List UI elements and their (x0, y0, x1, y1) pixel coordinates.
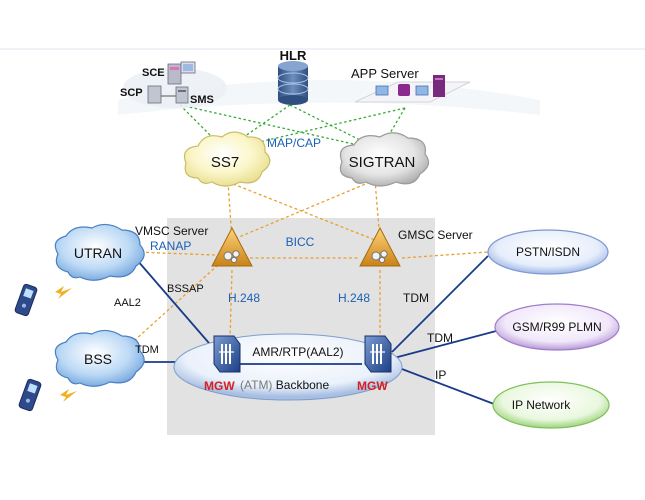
ss7-label: SS7 (211, 154, 239, 171)
mgw-left-label: MGW (204, 379, 235, 393)
mgw-right-icon (364, 335, 392, 373)
mgw-left-icon (213, 335, 241, 373)
mobile-phone-icon (18, 378, 42, 412)
ip-network-label: IP Network (512, 398, 571, 412)
link-scp-sigtran (179, 104, 381, 151)
link-mgw-gsm (393, 329, 501, 359)
service-node-cluster (123, 61, 227, 108)
link-bssap (134, 264, 219, 341)
sigtran-label: SIGTRAN (349, 154, 416, 171)
link-app-ss7 (224, 107, 406, 151)
h248-left-label: H.248 (228, 291, 260, 305)
bss-cloud (54, 329, 145, 387)
pstn-isdn-network (487, 229, 609, 275)
mgw-right-label: MGW (357, 379, 388, 393)
app-server-group (354, 75, 471, 103)
link-sigtran-vmsc (231, 179, 376, 241)
sce-label: SCE (142, 67, 165, 79)
utran-cloud (54, 223, 145, 281)
tdm-gsm-label: TDM (427, 331, 453, 345)
ip-link-label: IP (435, 368, 446, 382)
vmsc-server-label: VMSC Server (135, 224, 208, 238)
scp-server-icon (147, 85, 162, 104)
link-h248-left (229, 269, 233, 341)
ip-network (492, 381, 610, 429)
backbone-atm-text: (ATM) (240, 378, 272, 392)
link-mgw-pstn (391, 255, 489, 353)
bss-label: BSS (84, 351, 112, 367)
h248-right-label: H.248 (338, 291, 370, 305)
sms-label: SMS (190, 94, 214, 106)
app-server-label: APP Server (351, 66, 419, 81)
link-gmsc-pstn-ctrl (401, 251, 489, 259)
hlr-database-icon (277, 61, 309, 105)
gsm-r99-plmn-label: GSM/R99 PLMN (512, 320, 601, 334)
tdm-bss-label: TDM (135, 344, 159, 356)
pstn-isdn-label: PSTN/ISDN (516, 245, 580, 259)
utran-label: UTRAN (74, 245, 122, 261)
mobile-phone-icon (14, 283, 38, 317)
link-mgw-ip (393, 365, 495, 405)
app-database-icon (398, 84, 410, 96)
link-utran-mgw (136, 259, 216, 351)
gmsc-server-icon (359, 226, 401, 267)
app-pc-icon (375, 85, 389, 96)
link-ss7-vmsc (227, 181, 233, 241)
link-ranap (134, 251, 216, 256)
sigtran-cloud (339, 132, 430, 187)
backbone-label: (ATM) Backbone (240, 378, 329, 392)
sms-server-icon (175, 86, 189, 104)
scp-label: SCP (120, 87, 143, 99)
tdm-pstn-label: TDM (403, 291, 429, 305)
ranap-label: RANAP (150, 239, 191, 253)
amr-rtp-label: AMR/RTP(AAL2) (252, 345, 343, 359)
ss7-cloud (183, 131, 271, 187)
map-cap-label: MAP/CAP (267, 136, 321, 150)
gsm-r99-plmn-network (494, 303, 620, 351)
bssap-label: BSSAP (167, 283, 204, 295)
signal-lightning-icon (55, 286, 72, 299)
vmsc-server-icon (211, 226, 253, 267)
bicc-label: BICC (286, 235, 315, 249)
link-scp-ss7 (179, 104, 226, 151)
app-server-tower-icon (433, 75, 445, 97)
gmsc-server-label: GMSC Server (398, 228, 473, 242)
backbone-rest-text: Backbone (272, 378, 329, 392)
hlr-label: HLR (280, 48, 307, 63)
signal-lightning-icon (60, 389, 77, 402)
app-laptop-icon (415, 85, 429, 96)
link-hlr-sigtran (289, 104, 381, 151)
core-network-area (167, 218, 435, 435)
aal2-label: AAL2 (114, 297, 141, 309)
